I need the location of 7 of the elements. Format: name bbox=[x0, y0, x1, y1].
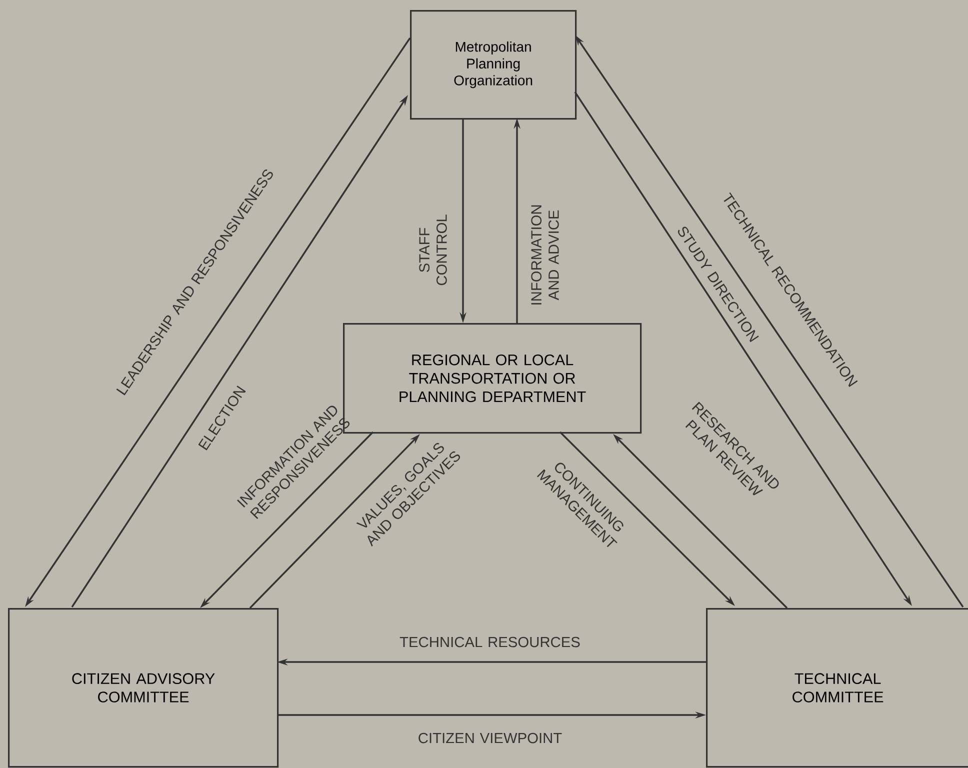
edge-label: INFORMATION AND ADVICE bbox=[531, 205, 559, 304]
edge-label: TECHNICAL RESOURCES bbox=[400, 636, 580, 648]
edge-label: CITIZEN VIEWPOINT bbox=[418, 732, 562, 744]
edge-label: STAFF CONTROL bbox=[419, 214, 447, 286]
process-box: TECHNICAL COMMITTEE bbox=[706, 608, 968, 768]
process-box: Metropolitan Planning Organization bbox=[410, 10, 577, 120]
process-box: CITIZEN ADVISORY COMMITTEE bbox=[8, 608, 279, 768]
